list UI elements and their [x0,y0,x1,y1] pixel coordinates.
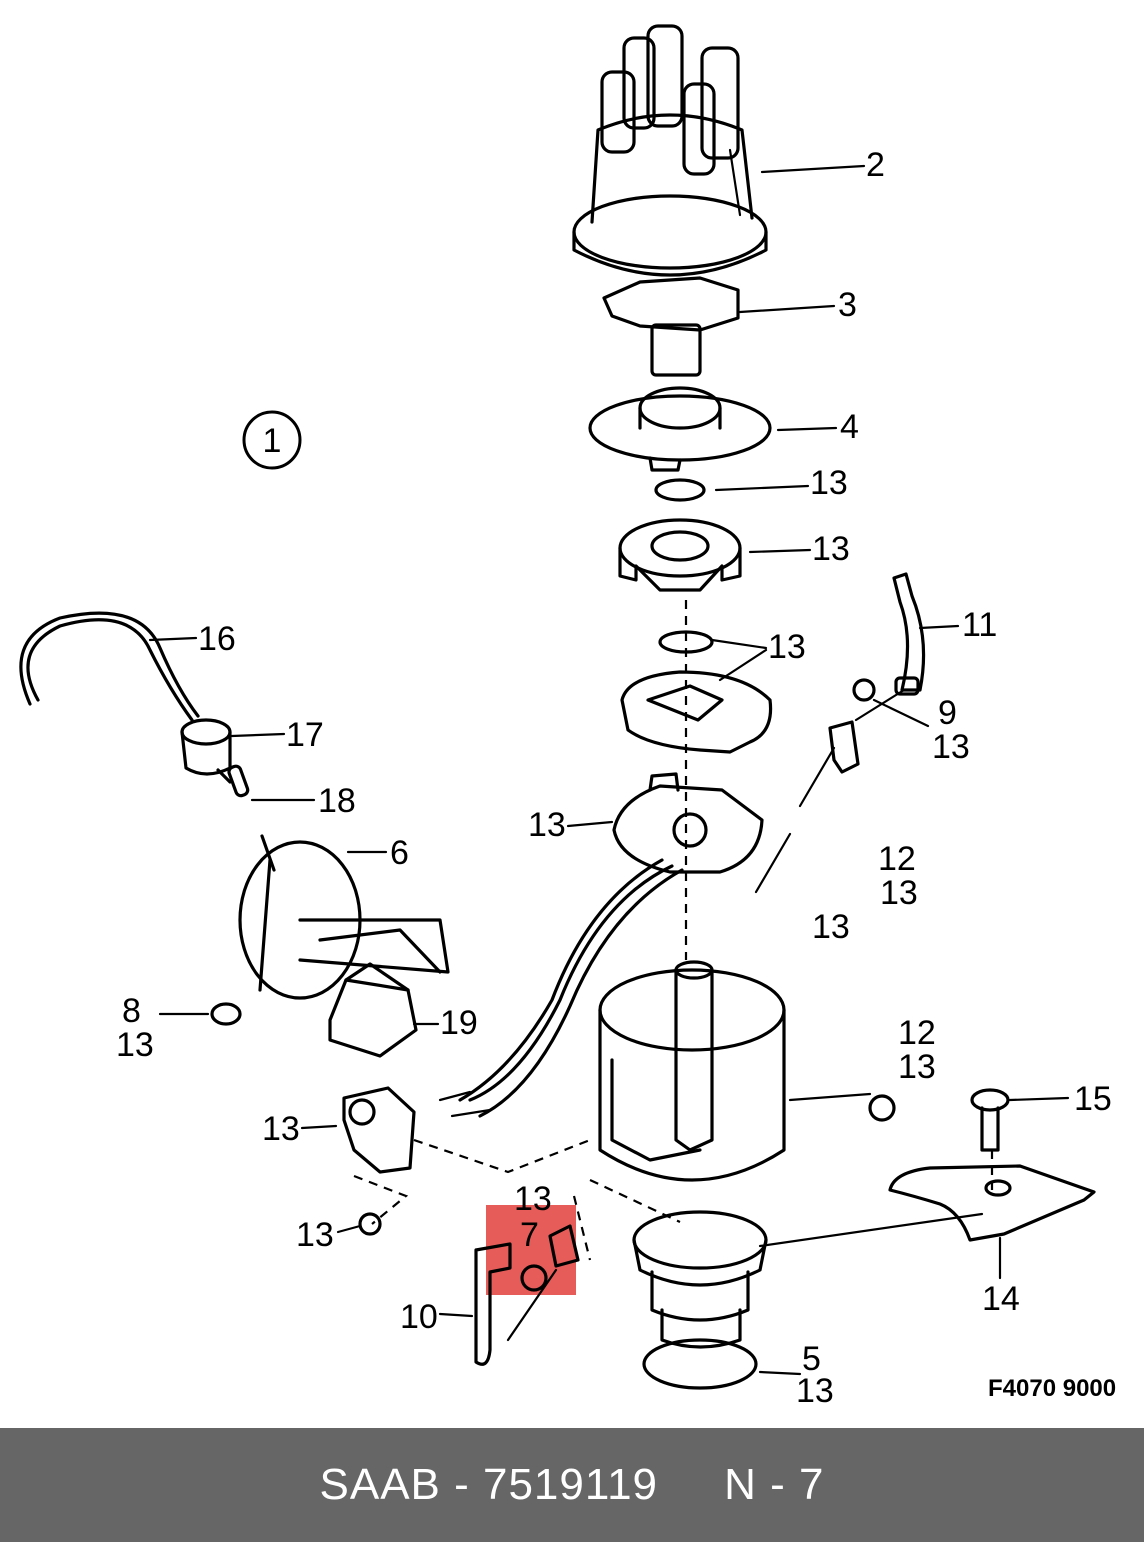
label-16: 16 [198,620,236,658]
dust-shield[interactable] [588,386,772,472]
footer-bar: SAAB - 7519119 N - 7 [0,1428,1144,1542]
nut-8[interactable] [210,1002,242,1026]
screw-13[interactable] [358,1212,382,1236]
group-circle [242,410,302,470]
bearing-housing[interactable] [618,518,742,592]
figure-code: F4070 9000 [988,1375,1116,1402]
wire-bundle [468,864,674,1102]
label-13f: 13 [262,1110,300,1148]
label-14: 14 [982,1280,1020,1318]
label-13d: 13 [528,806,566,844]
label-12a2: 13 [880,874,918,912]
group-number: 1 [263,422,282,460]
label-10: 10 [400,1298,438,1336]
label-13e: 13 [812,908,850,946]
label-12b: 12 [898,1014,936,1052]
label-8b: 13 [116,1026,154,1064]
label-11: 11 [962,606,997,644]
exploded-diagram: 1 2 3 4 13 13 13 11 9 13 16 17 18 13 6 1… [19,24,1116,1410]
vacuum-hose[interactable] [26,618,194,722]
mounting-bracket[interactable] [888,1164,1096,1242]
label-13b: 13 [812,530,850,568]
snap-ring-1[interactable] [654,478,706,502]
label-17: 17 [286,716,324,754]
bolt-15[interactable] [970,1088,1010,1152]
label-6: 6 [390,834,409,872]
label-4: 4 [840,408,859,446]
label-5: 5 [802,1340,821,1378]
label-13c: 13 [768,628,806,666]
label-9: 9 [938,694,957,732]
contact-plate[interactable] [612,772,764,874]
label-12b2: 13 [898,1048,936,1086]
label-13a: 13 [810,464,848,502]
breaker-arm[interactable] [474,1242,512,1366]
label-12a: 12 [878,840,916,878]
label-7: 7 [520,1216,539,1254]
label-18: 18 [318,782,356,820]
vacuum-connector[interactable] [180,718,232,784]
label-9b: 13 [932,728,970,766]
part-number-caption: SAAB - 7519119 N - 7 [319,1460,825,1509]
ignition-module[interactable] [328,962,418,1058]
wire-clamp[interactable] [892,572,926,696]
label-5b: 13 [796,1372,834,1410]
seal-ring[interactable] [642,1338,758,1390]
condenser-bracket[interactable] [828,678,876,774]
vacuum-unit[interactable] [238,834,450,1000]
bolt-12[interactable] [868,1094,896,1122]
distributor-body[interactable] [598,960,786,1349]
label-3: 3 [838,286,857,324]
distributor-cap[interactable] [572,24,768,277]
label-2: 2 [866,146,885,184]
label-8: 8 [122,992,141,1030]
label-13h: 13 [296,1216,334,1254]
highlight-box [486,1205,576,1295]
plug-housing[interactable] [342,1086,416,1174]
label-15: 15 [1074,1080,1112,1118]
rotor-arm[interactable] [602,276,740,377]
label-19: 19 [440,1004,478,1042]
label-13g: 13 [514,1180,552,1218]
part-7[interactable] [520,1224,580,1292]
breaker-plate[interactable] [620,670,773,754]
pin[interactable] [227,764,250,798]
